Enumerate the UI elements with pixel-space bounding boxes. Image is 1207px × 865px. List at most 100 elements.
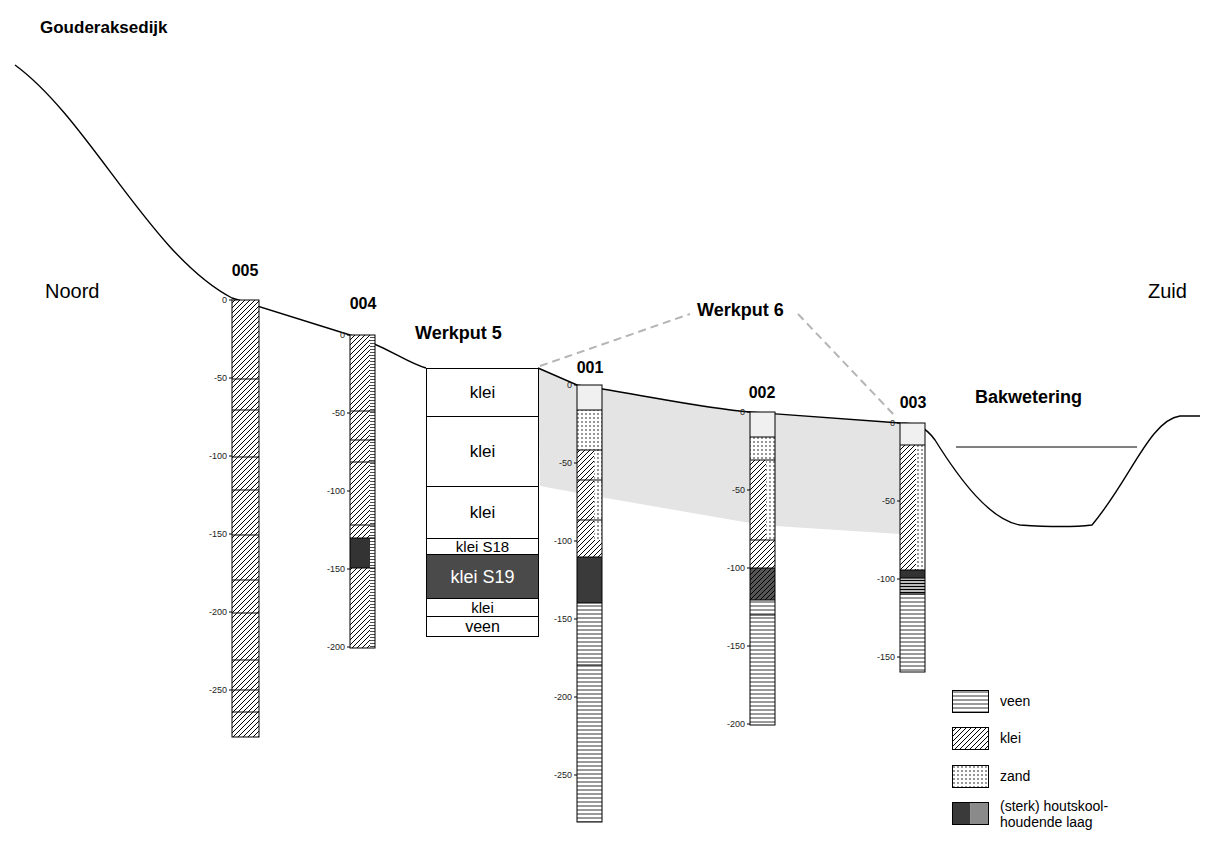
- boring-003: [900, 423, 925, 672]
- depth-number: -200: [727, 719, 745, 729]
- depth-number: -150: [727, 641, 745, 651]
- layer-label: klei S18: [456, 539, 509, 554]
- drawing-part: [750, 437, 775, 615]
- drawing-part: [900, 423, 925, 672]
- depth-tick: [347, 647, 350, 648]
- swatch-fill: [953, 766, 989, 788]
- swatch-fill: [953, 803, 971, 825]
- depth-number: -250: [209, 685, 227, 695]
- depth-number: -50: [732, 485, 745, 495]
- depth-number: 0: [567, 380, 572, 390]
- drawing-part: [350, 335, 375, 648]
- legend-text: veen: [1000, 693, 1140, 709]
- depth-tick: [574, 385, 577, 386]
- depth-number: 0: [222, 295, 227, 305]
- ditch-name: Bakwetering: [975, 387, 1082, 408]
- drawing-part: [577, 385, 602, 822]
- drawing-part: [900, 445, 925, 594]
- drawing-part: [232, 300, 259, 737]
- drawing-part: [15, 65, 426, 368]
- drawing-part: [900, 578, 925, 594]
- depth-tick: [897, 657, 900, 658]
- depth-number: -50: [882, 496, 895, 506]
- soil-layer: klei S19: [427, 554, 538, 598]
- depth-tick: [897, 501, 900, 502]
- depth-tick: [574, 619, 577, 620]
- legend-swatch: [952, 690, 989, 713]
- drawing-part: [350, 411, 375, 568]
- drawing-part: [232, 300, 259, 737]
- soil-layer: klei: [427, 486, 538, 538]
- depth-tick: [747, 412, 750, 413]
- boring-005: [232, 300, 259, 737]
- swatch-fill: [953, 728, 989, 750]
- layer-label: klei: [470, 504, 496, 521]
- depth-tick: [229, 456, 232, 457]
- swatch-border: [953, 691, 989, 713]
- depth-number: -100: [554, 536, 572, 546]
- drawing-part: [350, 335, 375, 648]
- soil-layer: klei: [427, 598, 538, 616]
- drawing-part: [750, 412, 775, 437]
- drawing-part: [350, 538, 370, 568]
- layer-label: klei: [470, 384, 496, 401]
- boring-002: [750, 412, 775, 725]
- soil-layer: veen: [427, 616, 538, 636]
- depth-number: 0: [740, 407, 745, 417]
- depth-number: -200: [327, 642, 345, 652]
- legend-text: klei: [1000, 730, 1140, 746]
- boring-number: 002: [749, 384, 776, 402]
- direction-label: Noord: [45, 280, 99, 303]
- drawing-part: [900, 445, 925, 570]
- boring-number: 004: [350, 295, 377, 313]
- depth-tick: [574, 463, 577, 464]
- legend-text: zand: [1000, 768, 1140, 784]
- drawing-part: [577, 557, 602, 603]
- layer-label: klei S19: [450, 568, 514, 586]
- drawing-part: [750, 568, 775, 600]
- boring-number: 005: [232, 262, 259, 280]
- depth-tick: [574, 697, 577, 698]
- drawing-part: [594, 450, 602, 540]
- legend-swatch: [952, 765, 989, 788]
- depth-number: -150: [327, 564, 345, 574]
- depth-ticks: [229, 300, 900, 775]
- drawing-part: [798, 314, 895, 416]
- depth-tick: [747, 568, 750, 569]
- depth-tick: [229, 534, 232, 535]
- drawing-part: [577, 385, 602, 410]
- soil-layer: klei S18: [427, 538, 538, 554]
- boring-001: [577, 385, 602, 822]
- boring-number: 001: [577, 359, 604, 377]
- layer-label: veen: [465, 619, 500, 635]
- depth-number: -200: [209, 607, 227, 617]
- depth-tick: [229, 690, 232, 691]
- drawing-part: [538, 368, 1200, 527]
- drawing-part: [577, 450, 602, 557]
- boring-004: [350, 335, 375, 648]
- drawing-part: [900, 578, 925, 672]
- drawing-part: [750, 460, 775, 568]
- drawing-part: [916, 445, 925, 570]
- depth-number: -200: [554, 692, 572, 702]
- depth-tick: [747, 490, 750, 491]
- depth-tick: [897, 423, 900, 424]
- drawing-part: [900, 423, 925, 445]
- dike-name: Gouderaksedijk: [40, 18, 168, 38]
- depth-tick: [347, 569, 350, 570]
- depth-tick: [229, 300, 232, 301]
- depth-number: 0: [890, 418, 895, 428]
- layer-label: klei: [470, 443, 496, 460]
- depth-number: -100: [209, 451, 227, 461]
- depth-tick: [347, 335, 350, 336]
- depth-number: -250: [554, 770, 572, 780]
- swatch-border: [953, 728, 989, 750]
- ground-line: [15, 65, 1200, 527]
- layer-label: klei: [471, 600, 494, 615]
- drawing-part: [350, 335, 375, 648]
- drawing-part: [577, 410, 602, 450]
- depth-number: -150: [877, 652, 895, 662]
- swatch-border: [953, 803, 989, 825]
- depth-number: -100: [327, 486, 345, 496]
